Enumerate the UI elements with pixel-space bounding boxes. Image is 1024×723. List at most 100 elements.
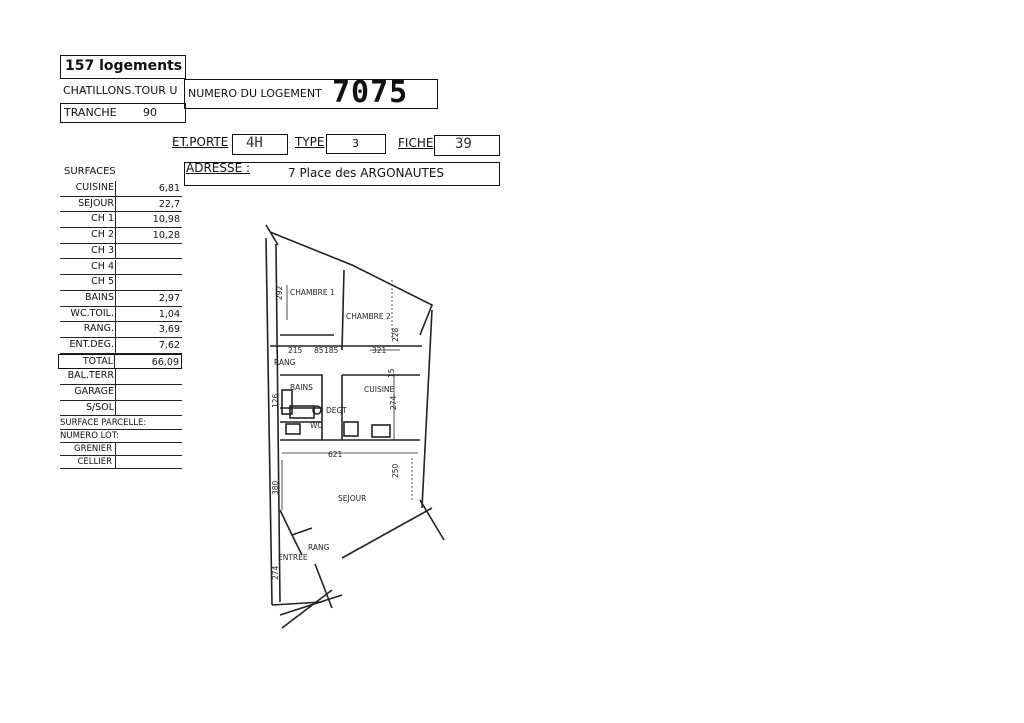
row-separator [115, 228, 116, 243]
surface-label: BAINS [85, 291, 114, 303]
dim-292: 292 [275, 285, 284, 300]
dim-126: 126 [271, 393, 280, 408]
extra-row: SURFACE PARCELLE: [60, 417, 182, 430]
et-porte-value: 4H [246, 135, 263, 151]
surface-row: GARAGE [60, 385, 182, 401]
dim-250: 250 [391, 463, 400, 478]
surface-row: CH 5 [60, 275, 182, 291]
room-label-rang2: RANG [308, 543, 330, 552]
dim-15: 15 [387, 368, 396, 378]
adresse-box [184, 162, 500, 186]
surface-label: ENT.DEG. [69, 339, 114, 350]
type-value: 3 [352, 137, 359, 150]
surface-row: ENT.DEG. 7,62 [60, 338, 182, 354]
surface-row: BAL.TERR [60, 369, 182, 386]
surface-label: BAL.TERR [67, 370, 114, 382]
kitchen-sink-fixture [371, 424, 391, 438]
dim-215: 215 [288, 346, 303, 355]
room-label-chambre2: CHAMBRE 2 [346, 312, 391, 321]
room-label-degt: DEGT [326, 406, 347, 415]
plan-wall [341, 269, 345, 351]
extra-label: NUMERO LOT: [60, 430, 119, 441]
dim-274: 274 [389, 395, 398, 410]
room-label-entree: ENTREE [278, 553, 308, 562]
surface-value: 7,62 [158, 340, 180, 351]
site-name: CHATILLONS.TOUR U [63, 84, 178, 97]
et-porte-label: ET.PORTE [172, 135, 229, 149]
dim-85: 85 [314, 346, 324, 355]
plan-wall [341, 507, 433, 559]
surface-label: CUISINE [75, 182, 114, 193]
row-separator [115, 259, 116, 275]
row-separator [115, 400, 116, 416]
surface-row: RANG.3,69 [60, 322, 182, 338]
surface-label: CH 3 [91, 244, 114, 256]
surface-row: CH 4 [60, 259, 182, 276]
surface-label: WC.TOIL. [70, 307, 114, 319]
plan-wall [271, 601, 323, 606]
surface-row: WC.TOIL. 1,04 [60, 306, 182, 323]
surface-value: 2,97 [158, 292, 180, 304]
extra-row: NUMERO LOT: [60, 430, 182, 443]
room-label-sejour: SEJOUR [338, 494, 366, 503]
plan-wall [421, 309, 433, 509]
row-separator [115, 322, 116, 337]
surface-label: TOTAL [82, 355, 113, 367]
row-separator [115, 456, 116, 469]
surface-label: CH 2 [91, 229, 114, 241]
extra-label: CELLIER [77, 457, 112, 468]
plan-wall [419, 499, 445, 541]
numero-logement-label: NUMERO DU LOGEMENT [188, 87, 322, 100]
extra-label: SURFACE PARCELLE: [60, 417, 147, 428]
type-label: TYPE [295, 135, 325, 149]
row-separator [114, 354, 115, 369]
row-separator [115, 290, 116, 306]
numero-logement-value: 7075 [332, 75, 409, 110]
extra-row: GRENIER [60, 442, 182, 457]
plan-wall [280, 374, 323, 440]
room-label-rang1: RANG [274, 358, 296, 367]
room-label-bains: BAINS [290, 383, 313, 392]
surface-row: S/SOL [60, 400, 182, 417]
surface-value: 10,98 [152, 214, 180, 226]
surfaces-title: SURFACES [64, 166, 116, 177]
extra-label: GRENIER [73, 443, 112, 454]
dim-380: 380 [271, 480, 280, 495]
dim-621: 621 [328, 450, 343, 459]
surface-value: 66,09 [151, 356, 179, 368]
fiche-box [434, 135, 500, 156]
extra-row: CELLIER [60, 456, 182, 470]
surface-value: 10,28 [152, 230, 180, 242]
surface-value: 1,04 [158, 308, 180, 320]
surface-label: S/SOL [85, 401, 114, 413]
plan-wall [279, 509, 313, 536]
surface-value: 3,69 [158, 324, 180, 336]
plan-wall [281, 589, 333, 629]
surface-row: BAINS 2,97 [60, 290, 182, 307]
dim-185: 185 [324, 346, 339, 355]
surface-row: CH 2 10,28 [60, 228, 182, 244]
numero-logement-box [184, 79, 438, 109]
tranche-box [60, 103, 186, 123]
stove-fixture [343, 421, 359, 437]
washbasin-fixture [312, 405, 322, 415]
surface-row: CUISINE 6,81 [60, 181, 182, 197]
adresse-value: 7 Place des ARGONAUTES [288, 166, 445, 180]
plan-wall [291, 534, 303, 556]
fiche-label: FICHE [398, 136, 434, 150]
room-label-chambre1: CHAMBRE 1 [290, 288, 335, 297]
floor-plan: CHAMBRE 1 CHAMBRE 2 RANG BAINS CUISINE D… [265, 224, 445, 629]
surface-label: CH 5 [91, 276, 114, 288]
plan-wall [314, 563, 333, 609]
row-separator [115, 196, 116, 212]
surface-value: 6,81 [158, 183, 180, 194]
row-separator [115, 338, 116, 353]
room-label-wc: WC [310, 421, 323, 430]
adresse-label: ADRESSE : [186, 161, 251, 175]
row-separator [115, 243, 116, 259]
row-separator [115, 442, 116, 456]
room-label-cuisine: CUISINE [364, 385, 395, 394]
dim-321: 321 [372, 346, 387, 355]
